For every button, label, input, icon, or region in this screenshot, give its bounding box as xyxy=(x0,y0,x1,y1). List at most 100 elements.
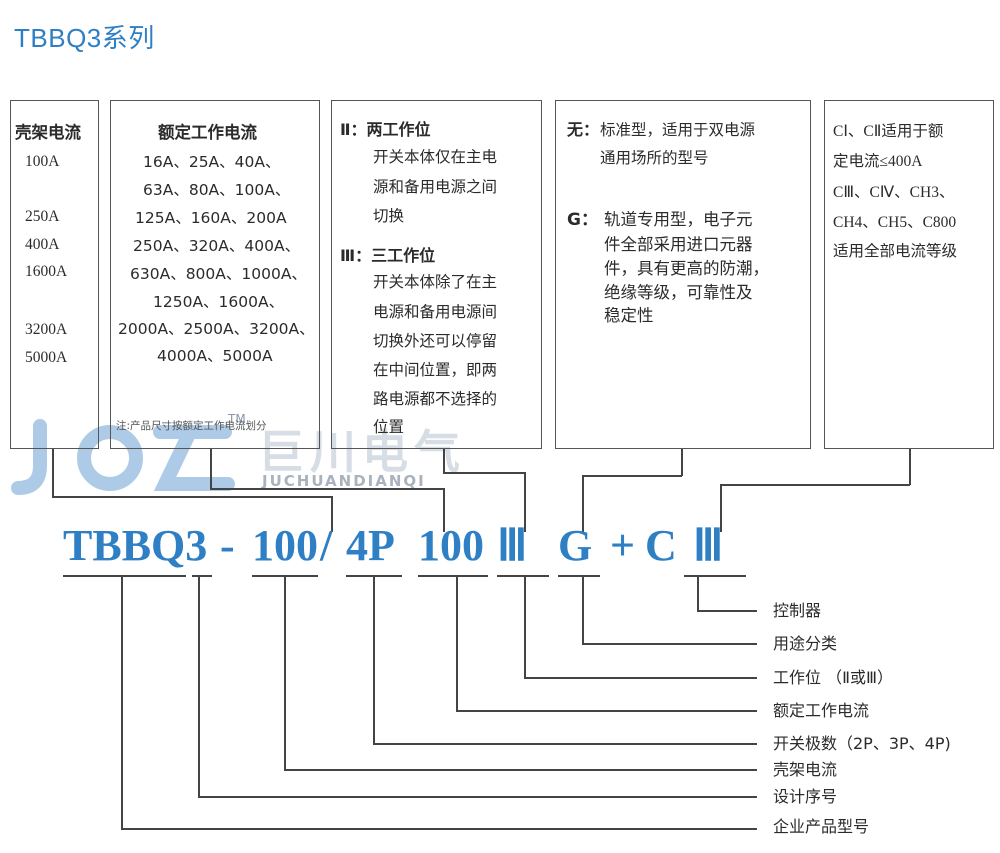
leader-line xyxy=(456,710,757,712)
code-underline xyxy=(63,575,186,577)
connector-line xyxy=(210,488,443,490)
rail-type-desc: 稳定性 xyxy=(604,306,654,325)
standard-type-label: 无： xyxy=(567,120,600,139)
leader-line xyxy=(582,575,584,644)
code-underline xyxy=(418,575,488,577)
leader-line xyxy=(121,828,757,830)
rated-current-box xyxy=(110,100,320,449)
working-position-box xyxy=(331,100,542,449)
frame-value: 400A xyxy=(25,236,60,253)
controller-line: 适用全部电流等级 xyxy=(833,243,958,260)
use-classification-box xyxy=(555,100,811,449)
code-series: TBBQ3 xyxy=(63,521,208,570)
standard-type-desc: 通用场所的型号 xyxy=(600,149,709,167)
two-position-desc: 源和备用电源之间 xyxy=(373,178,498,196)
three-position-label: Ⅲ：三工作位 xyxy=(340,246,436,265)
legend-frame-current: 壳架电流 xyxy=(773,760,838,779)
frame-value: 3200A xyxy=(25,321,68,338)
frame-current-heading: 壳架电流 xyxy=(15,123,81,142)
three-position-desc: 在中间位置，即两 xyxy=(373,361,498,379)
leader-line xyxy=(373,575,375,744)
connector-line xyxy=(720,484,910,486)
code-controller-c: C xyxy=(645,521,677,570)
connector-line xyxy=(52,449,54,497)
rail-type-desc: 件，具有更高的防潮， xyxy=(604,259,769,278)
leader-line xyxy=(121,575,123,829)
connector-line xyxy=(582,475,584,532)
watermark: TM 巨川电气 JUCHUANDIANQI xyxy=(0,412,520,498)
watermark-en: JUCHUANDIANQI xyxy=(262,472,426,490)
code-controller-level: Ⅲ xyxy=(693,521,724,570)
rail-type-desc: 件全部采用进口元器 xyxy=(604,235,753,254)
legend-rated-current: 额定工作电流 xyxy=(773,701,870,720)
code-slash: / xyxy=(320,521,333,570)
leader-line xyxy=(582,643,757,645)
leader-line xyxy=(198,796,757,798)
leader-line xyxy=(697,575,699,611)
leader-line xyxy=(373,743,757,745)
rated-current-line: 63A、80A、100A、 xyxy=(143,181,291,199)
connector-line xyxy=(524,472,526,532)
three-position-desc: 切换外还可以停留 xyxy=(373,332,498,350)
code-underline xyxy=(558,575,600,577)
page-title: TBBQ3系列 xyxy=(14,23,155,53)
leader-line xyxy=(524,575,526,678)
controller-line: CⅢ、CⅣ、CH3、 xyxy=(833,184,955,201)
legend-design-number: 设计序号 xyxy=(773,787,838,806)
two-position-desc: 开关本体仅在主电 xyxy=(373,148,498,166)
connector-line xyxy=(331,496,333,532)
standard-type-desc: 标准型，适用于双电源 xyxy=(600,121,756,139)
rated-current-line: 2000A、2500A、3200A、 xyxy=(118,320,315,338)
two-position-desc: 切换 xyxy=(373,207,405,225)
leader-line xyxy=(284,769,757,771)
rated-current-line: 125A、160A、200A xyxy=(135,209,287,227)
code-poles: 4P xyxy=(346,521,395,570)
rail-type-desc: 绝缘等级，可靠性及 xyxy=(604,283,753,302)
code-underline xyxy=(684,575,746,577)
connector-line xyxy=(52,496,332,498)
controller-line: CH4、CH5、C800 xyxy=(833,214,957,231)
controller-line: 定电流≤400A xyxy=(833,153,923,170)
watermark-tm: TM xyxy=(228,412,246,426)
code-rated-current: 100 xyxy=(418,521,484,570)
controller-line: CⅠ、CⅡ适用于额 xyxy=(833,123,944,140)
rated-current-line: 1250A、1600A、 xyxy=(153,293,285,311)
frame-value: 250A xyxy=(25,208,60,225)
rated-current-line: 4000A、5000A xyxy=(157,347,273,365)
three-position-desc: 位置 xyxy=(373,418,405,436)
connector-line xyxy=(443,472,525,474)
code-underline xyxy=(497,575,549,577)
rated-current-line: 250A、320A、400A、 xyxy=(133,237,301,255)
rated-current-note: 注:产品尺寸按额定工作电流划分 xyxy=(116,420,267,432)
connector-line xyxy=(443,488,445,532)
two-position-label: Ⅱ：两工作位 xyxy=(340,120,431,139)
rated-current-heading: 额定工作电流 xyxy=(158,123,257,142)
frame-value: 1600A xyxy=(25,263,68,280)
leader-line xyxy=(198,575,200,797)
frame-value: 100A xyxy=(25,153,60,170)
code-working-position: Ⅲ xyxy=(497,521,528,570)
connector-line xyxy=(210,449,212,488)
code-dash: - xyxy=(220,521,235,570)
legend-working-position: 工作位 （Ⅱ或Ⅲ） xyxy=(773,668,893,687)
connector-line xyxy=(582,475,682,477)
three-position-desc: 电源和备用电源间 xyxy=(373,303,498,321)
rated-current-line: 630A、800A、1000A、 xyxy=(130,265,307,283)
legend-poles: 开关极数（2P、3P、4P) xyxy=(773,734,951,753)
connector-line xyxy=(720,484,722,532)
three-position-desc: 开关本体除了在主 xyxy=(373,273,498,291)
rail-type-desc: 轨道专用型，电子元 xyxy=(604,210,753,229)
leader-line xyxy=(697,610,757,612)
legend-enterprise-model: 企业产品型号 xyxy=(773,817,870,836)
connector-line xyxy=(909,449,911,485)
code-underline xyxy=(192,575,212,577)
leader-line xyxy=(524,677,757,679)
connector-line xyxy=(681,449,683,476)
watermark-cn: 巨川电气 xyxy=(258,425,466,479)
three-position-desc: 路电源都不选择的 xyxy=(373,390,498,408)
code-use-class: G xyxy=(558,521,593,570)
rated-current-line: 16A、25A、40A、 xyxy=(143,153,281,171)
connector-line xyxy=(443,449,445,473)
code-plus: + xyxy=(610,521,636,570)
leader-line xyxy=(456,575,458,711)
